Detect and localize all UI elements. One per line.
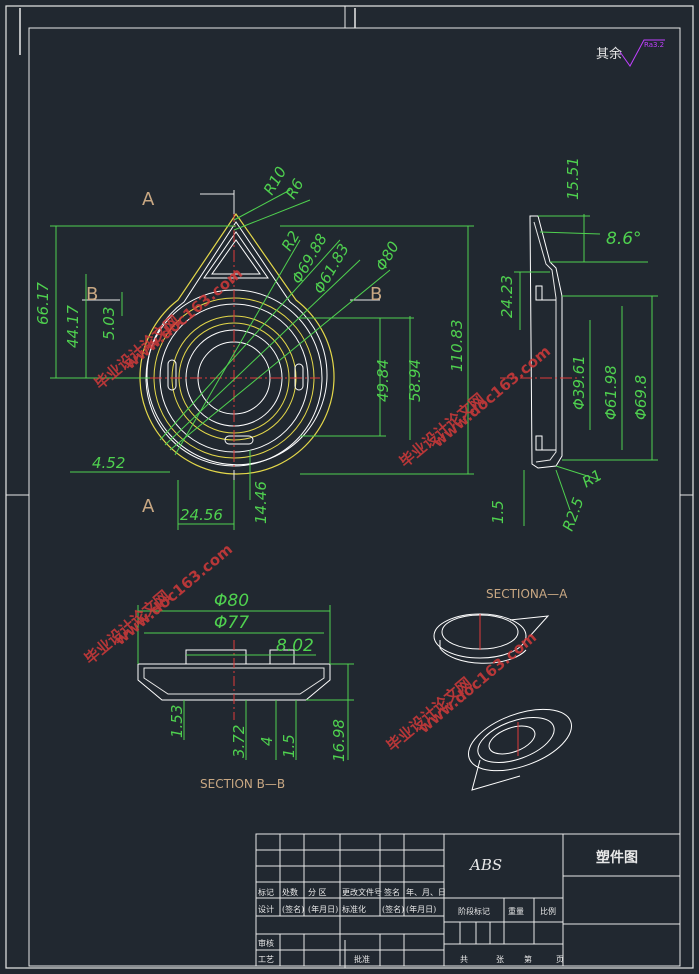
svg-text:(年月日): (年月日) [406, 904, 436, 914]
svg-text:(签名): (签名) [282, 904, 304, 914]
svg-text:更改文件号: 更改文件号 [342, 887, 382, 897]
svg-text:张: 张 [496, 955, 504, 964]
side-view [500, 215, 580, 469]
svg-text:分 区: 分 区 [308, 888, 327, 897]
title-block [255, 833, 681, 967]
svg-text:Φ80: Φ80 [372, 238, 403, 274]
svg-text:标记: 标记 [258, 887, 274, 897]
svg-text:44.17: 44.17 [64, 305, 82, 348]
svg-text:www.doc163.com: www.doc163.com [415, 628, 540, 737]
svg-text:4.52: 4.52 [92, 454, 125, 472]
svg-text:14.46: 14.46 [252, 481, 270, 524]
svg-text:批准: 批准 [354, 954, 370, 964]
section-bb-dim-texts: Φ80 Φ77 8.02 1.53 3.72 4 1.5 16.98 [168, 591, 348, 762]
svg-text:1.53: 1.53 [168, 705, 186, 738]
section-a-mark-bottom: A [142, 496, 155, 517]
iso-view-bottom [467, 708, 573, 791]
svg-text:1.5: 1.5 [489, 500, 507, 524]
svg-text:(年月日): (年月日) [308, 904, 338, 914]
svg-text:Φ69.8: Φ69.8 [632, 375, 650, 420]
section-bb-title: SECTION B—B [200, 777, 285, 791]
svg-text:重量: 重量 [508, 906, 524, 916]
svg-text:Φ77: Φ77 [214, 613, 249, 633]
svg-text:标准化: 标准化 [342, 904, 366, 914]
svg-text:第: 第 [524, 954, 532, 964]
drawing-title: 塑件图 [596, 849, 638, 866]
svg-text:Φ80: Φ80 [214, 591, 249, 611]
svg-text:比例: 比例 [540, 906, 556, 916]
section-b-mark-right: B [370, 284, 382, 305]
svg-text:R2: R2 [278, 228, 304, 254]
svg-text:年、月、日: 年、月、日 [406, 887, 446, 897]
svg-text:共: 共 [460, 955, 468, 964]
svg-text:8.02: 8.02 [276, 636, 314, 656]
centering-marks [19, 8, 356, 55]
section-bb-dim-lines [137, 605, 354, 760]
svg-text:66.17: 66.17 [34, 282, 52, 325]
svg-text:4: 4 [258, 736, 276, 746]
material-text: ABS [468, 856, 502, 874]
side-dim-lines [514, 214, 658, 526]
svg-text:工艺: 工艺 [258, 955, 274, 964]
section-aa-title: SECTIONA—A [486, 587, 568, 601]
roughness-value: Ra3.2 [644, 41, 664, 49]
svg-text:24.23: 24.23 [498, 275, 516, 318]
svg-text:1.5: 1.5 [280, 734, 298, 758]
svg-text:页: 页 [556, 955, 564, 964]
section-a-mark-top: A [142, 189, 155, 210]
roughness-symbol [619, 39, 665, 67]
svg-text:110.83: 110.83 [448, 320, 466, 373]
svg-text:R1: R1 [579, 466, 605, 492]
svg-text:8.6°: 8.6° [606, 229, 642, 249]
iso-view-top [433, 613, 550, 664]
front-dim-lines [50, 189, 474, 530]
svg-text:49.84: 49.84 [374, 359, 392, 402]
svg-text:设计: 设计 [258, 904, 274, 914]
section-b-mark-left: B [86, 284, 98, 305]
svg-text:处数: 处数 [282, 887, 298, 897]
svg-text:审核: 审核 [258, 938, 274, 948]
svg-text:R2.5: R2.5 [559, 495, 588, 533]
front-view [82, 190, 380, 490]
side-dim-texts: 15.51 8.6° 24.23 Φ39.61 Φ61.98 Φ69.8 R1 … [489, 157, 650, 533]
svg-text:签名: 签名 [384, 887, 400, 897]
roughness-label: 其余 [596, 46, 622, 62]
svg-text:(签名): (签名) [382, 904, 404, 914]
svg-text:阶段标记: 阶段标记 [458, 906, 490, 916]
svg-text:24.56: 24.56 [180, 506, 223, 524]
svg-text:3.72: 3.72 [230, 725, 248, 758]
title-block-labels: 标记 处数 分 区 更改文件号 签名 年、月、日 设计 (签名) (年月日) 标… [258, 887, 564, 964]
svg-text:15.51: 15.51 [564, 157, 582, 200]
svg-text:5.03: 5.03 [100, 307, 118, 340]
svg-text:Φ39.61: Φ39.61 [570, 355, 588, 410]
svg-text:Φ61.98: Φ61.98 [602, 365, 620, 420]
svg-text:58.94: 58.94 [406, 359, 424, 402]
svg-text:16.98: 16.98 [330, 719, 348, 762]
